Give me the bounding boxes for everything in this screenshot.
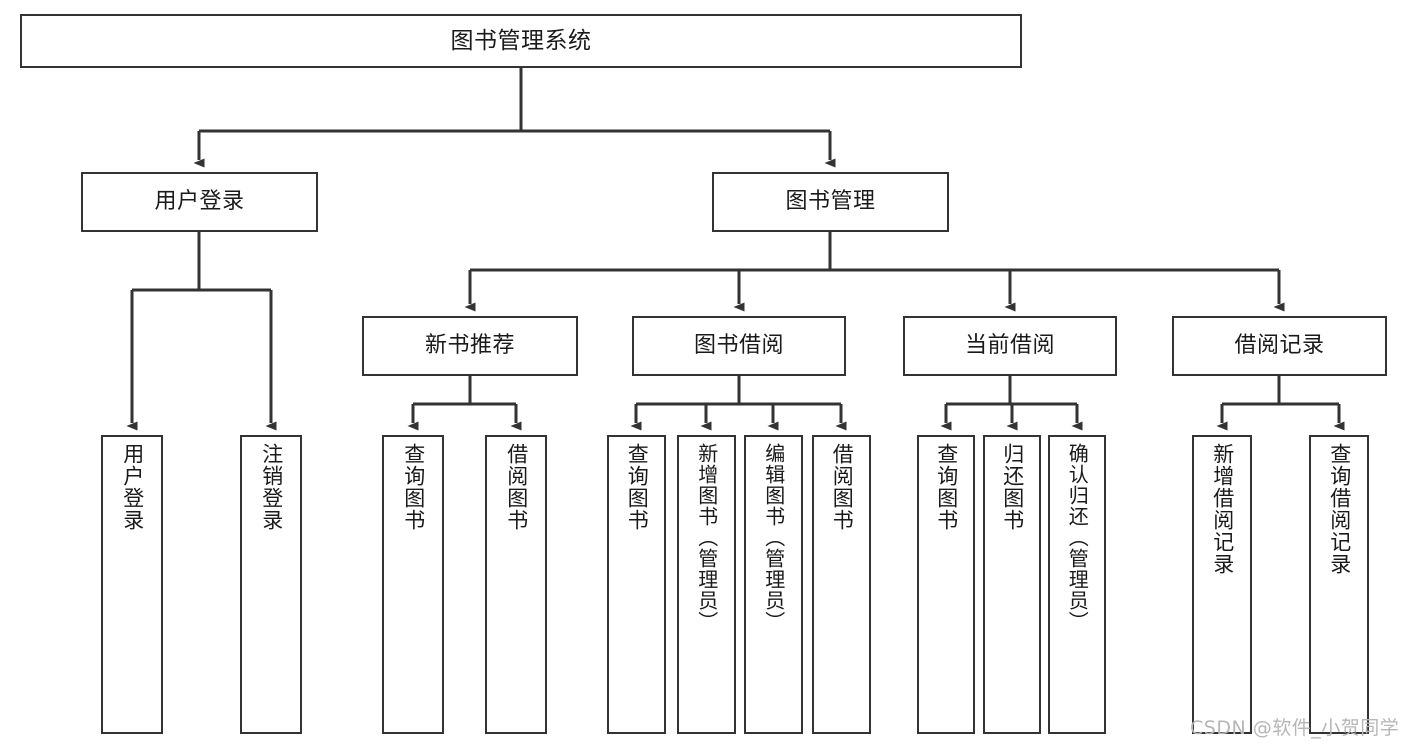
node-label: 新书推荐: [424, 333, 515, 359]
node-label: 用户登录: [120, 443, 145, 531]
leaf-borrow-book-borrowing[interactable]: 借阅图书: [812, 435, 871, 734]
node-label: 当前借阅: [964, 333, 1055, 359]
leaf-add-book[interactable]: 新增图书（管理员）: [677, 435, 736, 734]
leaf-query-book-borrowing[interactable]: 查询图书: [607, 435, 666, 734]
leaf-query-book-recommendation[interactable]: 查询图书: [382, 435, 444, 734]
leaf-logout[interactable]: 注销登录: [240, 435, 302, 734]
node-label: 查询借阅记录: [1327, 443, 1352, 575]
node-label: 新增借阅记录: [1210, 443, 1235, 575]
node-label: 确认归还（管理员）: [1065, 443, 1090, 632]
leaf-user-login[interactable]: 用户登录: [101, 435, 163, 734]
node-label: 查询图书: [401, 443, 426, 531]
leaf-borrow-book-recommendation[interactable]: 借阅图书: [485, 435, 547, 734]
node-root-system[interactable]: 图书管理系统: [20, 14, 1022, 68]
node-new-book-recommendation[interactable]: 新书推荐: [362, 316, 578, 376]
node-label: 图书借阅: [693, 333, 784, 359]
node-user-login[interactable]: 用户登录: [81, 172, 318, 232]
node-book-management[interactable]: 图书管理: [712, 172, 949, 232]
leaf-edit-book[interactable]: 编辑图书（管理员）: [744, 435, 803, 734]
node-label: 借阅记录: [1234, 333, 1325, 359]
node-label: 编辑图书（管理员）: [761, 443, 786, 632]
node-label: 借阅图书: [504, 443, 529, 531]
leaf-query-borrow-record[interactable]: 查询借阅记录: [1309, 435, 1369, 734]
leaf-query-book-current[interactable]: 查询图书: [917, 435, 975, 734]
node-current-borrowing[interactable]: 当前借阅: [903, 316, 1117, 376]
leaf-add-borrow-record[interactable]: 新增借阅记录: [1192, 435, 1252, 734]
node-borrow-records[interactable]: 借阅记录: [1172, 316, 1387, 376]
node-label: 查询图书: [934, 443, 959, 531]
leaf-confirm-return[interactable]: 确认归还（管理员）: [1048, 435, 1106, 734]
node-label: 图书管理系统: [450, 27, 592, 54]
node-label: 图书管理: [785, 189, 876, 215]
node-label: 新增图书（管理员）: [694, 443, 719, 632]
node-label: 归还图书: [1000, 443, 1025, 531]
node-label: 查询图书: [625, 443, 650, 531]
node-label: 借阅图书: [830, 443, 855, 531]
leaf-return-book[interactable]: 归还图书: [983, 435, 1041, 734]
node-book-borrowing[interactable]: 图书借阅: [632, 316, 846, 376]
node-label: 用户登录: [154, 189, 245, 215]
node-label: 注销登录: [259, 443, 284, 531]
